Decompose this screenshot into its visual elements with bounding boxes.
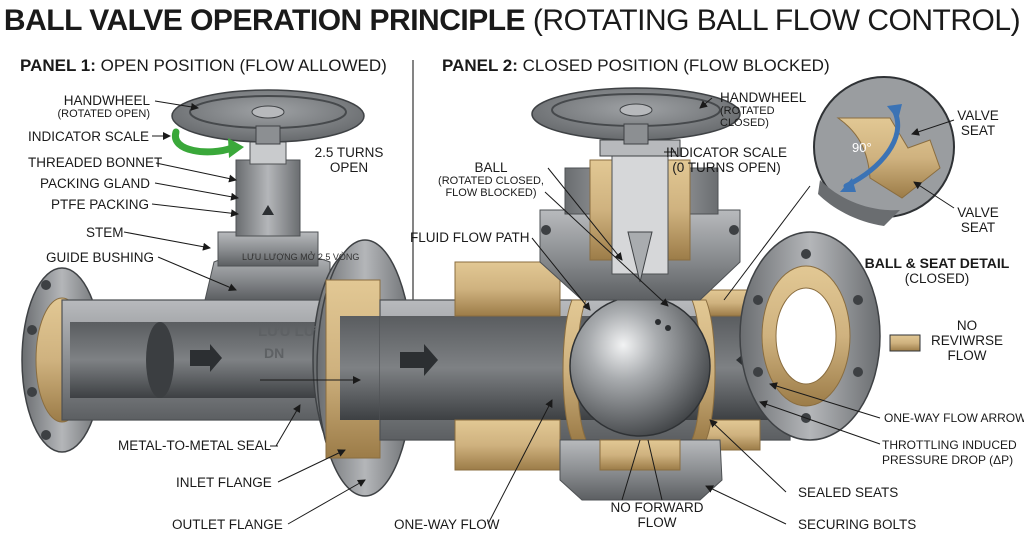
label-metal-seal: METAL-TO-METAL SEAL xyxy=(118,438,272,453)
label-guide-bushing: GUIDE BUSHING xyxy=(46,250,155,265)
panel2-bonnet xyxy=(539,139,741,301)
label-threaded-bonnet: THREADED BONNET xyxy=(28,155,163,170)
label-handwheel-p2: HANDWHEEL (ROTATED CLOSED) xyxy=(720,90,807,129)
detail-inset xyxy=(813,76,955,226)
detail-caption: BALL & SEAT DETAIL (CLOSED) xyxy=(864,255,1010,287)
panel2-ball xyxy=(569,295,711,437)
body-marking: LƯU LƯỢNG MỞ 2.5 VÒNG xyxy=(242,252,360,262)
label-no-forward-flow: NO FORWARD FLOW xyxy=(610,500,704,530)
label-indicator-scale-p2: INDICATOR SCALE (0 TURNS OPEN) xyxy=(666,145,788,175)
label-one-way-arrows: ONE-WAY FLOW ARROWS xyxy=(884,411,1024,425)
panel1-bonnet xyxy=(217,141,319,267)
diagram-title: BALL VALVE OPERATION PRINCIPLE (ROTATING… xyxy=(0,4,1024,38)
panel1-handwheel xyxy=(171,89,365,145)
label-sealed-seats: SEALED SEATS xyxy=(798,485,899,500)
panel2-outlet-flange xyxy=(739,231,881,441)
legend-text: NO REVIWRSE FLOW xyxy=(930,318,1003,363)
label-ball: BALL (ROTATED CLOSED, FLOW BLOCKED) xyxy=(438,160,544,199)
title-rest: (ROTATING BALL FLOW CONTROL) xyxy=(532,4,1021,37)
label-ptfe-packing: PTFE PACKING xyxy=(51,197,150,212)
label-stem: STEM xyxy=(86,225,124,240)
label-outlet-flange: OUTLET FLANGE xyxy=(172,517,283,532)
legend-swatch xyxy=(889,334,921,352)
label-throttling: THROTTLING INDUCED PRESSURE DROP (ΔP) xyxy=(882,438,1017,467)
label-valve-seat-bottom: VALVE SEAT xyxy=(957,205,999,235)
panel1-heading: PANEL 1: OPEN POSITION (FLOW ALLOWED) xyxy=(20,56,387,75)
body-cast-text: LƯU LƯ xyxy=(258,323,317,340)
label-valve-seat-top: VALVE SEAT xyxy=(957,108,999,138)
detail-angle: 90° xyxy=(852,140,872,155)
label-fluid-flow-path: FLUID FLOW PATH xyxy=(410,230,530,245)
label-turns-open: 2.5 TURNS OPEN xyxy=(314,145,384,175)
label-inlet-flange: INLET FLANGE xyxy=(176,475,272,490)
panel2-heading: PANEL 2: CLOSED POSITION (FLOW BLOCKED) xyxy=(442,56,830,75)
label-indicator-scale-p1: INDICATOR SCALE xyxy=(28,129,150,144)
label-packing-gland: PACKING GLAND xyxy=(40,176,151,191)
title-bold: BALL VALVE OPERATION PRINCIPLE xyxy=(3,4,526,37)
label-handwheel-p1: HANDWHEEL (ROTATED OPEN) xyxy=(57,93,150,120)
panel2-handwheel xyxy=(531,87,741,145)
leader-lines xyxy=(123,97,955,525)
rotation-arrow-green xyxy=(172,128,236,156)
label-securing-bolts: SECURING BOLTS xyxy=(798,517,917,532)
label-one-way-flow: ONE-WAY FLOW xyxy=(394,517,500,532)
body-dn-text: DN xyxy=(264,345,285,361)
